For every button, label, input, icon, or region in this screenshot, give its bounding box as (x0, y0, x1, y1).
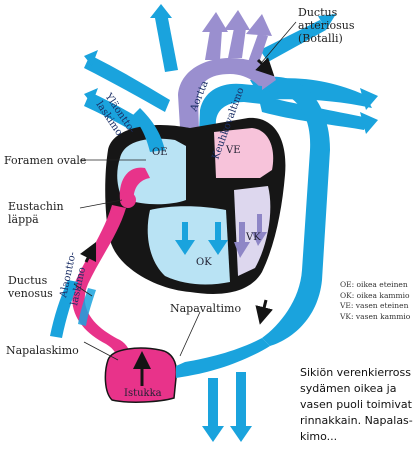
legend-item: OK: oikea kammio (340, 291, 410, 302)
lower-artery-left (208, 378, 218, 428)
legend-item: OE: oikea eteinen (340, 280, 410, 291)
label-napavaltimo: Napavaltimo (170, 302, 241, 315)
lower-artery-left-head (202, 426, 224, 442)
label-istukka: Istukka (124, 388, 162, 399)
label-eustachin-2: läppä (8, 213, 39, 226)
label-eustachin-1: Eustachin (8, 200, 64, 213)
caption: Sikiön verenkierross sydämen oikea ja va… (300, 365, 420, 450)
label-napalaskimo: Napalaskimo (6, 344, 79, 357)
label-ductus-arteriosus-2: arteriosus (298, 19, 355, 32)
label-ductus-venosus-2: venosus (7, 287, 53, 300)
label-ductus-arteriosus-3: (Botalli) (298, 32, 343, 45)
label-vk: VK (245, 232, 261, 243)
caption-line: sydämen oikea ja (300, 381, 420, 397)
caption-line: vasen puoli toimivat (300, 397, 420, 413)
eustachian-valve-dot (120, 192, 136, 208)
caption-line: Sikiön verenkierross (300, 365, 420, 381)
lower-artery-right (236, 372, 246, 428)
label-ve: VE (225, 145, 241, 156)
legend-item: VE: vasen eteinen (340, 301, 410, 312)
upper-left-branch (155, 18, 178, 72)
umbilical-artery (176, 338, 270, 378)
label-ductus-arteriosus-1: Ductus (298, 6, 338, 19)
label-ductus-venosus-1: Ductus (8, 274, 48, 287)
label-oe: OE (152, 147, 168, 158)
lower-artery-right-head (230, 426, 252, 442)
label-ok: OK (196, 257, 212, 268)
flow-arrow-dark-right (262, 300, 266, 316)
label-foramen-ovale: Foramen ovale (4, 154, 86, 167)
legend: OE: oikea eteinen OK: oikea kammio VE: v… (340, 280, 410, 322)
caption-line: kimo... (300, 429, 420, 445)
caption-line: rinnakkain. Napalas- (300, 413, 420, 429)
legend-item: VK: vasen kammio (340, 312, 410, 323)
